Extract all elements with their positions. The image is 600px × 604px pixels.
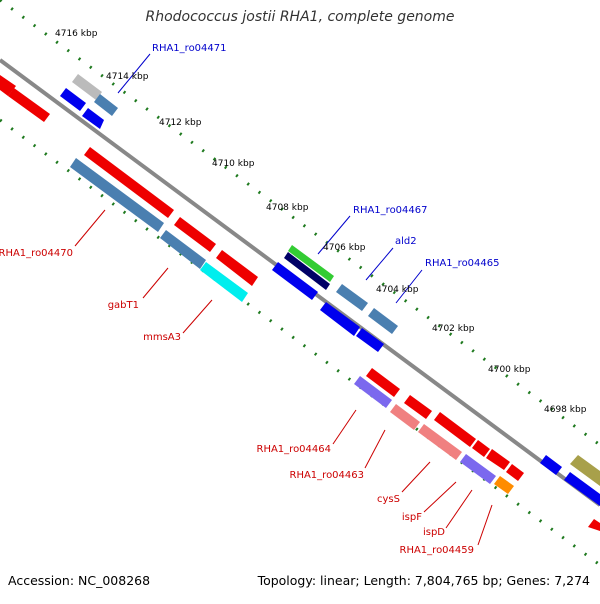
gene-arrow [60,88,86,111]
callout-line [332,409,357,445]
gene-arrow [336,284,368,311]
callout-line [477,504,493,546]
gene-arrow [366,368,400,397]
gene-arrow [486,449,510,470]
callout-line [317,215,351,255]
gene-arrow [540,455,562,475]
gene-label: mmsA3 [143,332,181,343]
gene-arrow [70,158,164,232]
gene-arrow [564,472,600,506]
callout-line [364,429,386,469]
gene-arrow [84,147,174,218]
accession-label: Accession: NC_008268 [8,573,151,588]
callout-line [445,489,473,529]
kbp-label: 4710 kbp [212,159,255,169]
gene-arrow [320,302,360,336]
gene-arrow [94,94,118,116]
kbp-label: 4706 kbp [323,243,366,253]
gene-arrow [570,455,600,486]
gene-label: RHA1_ro04465 [425,258,500,269]
gene-labels: RHA1_ro04471 RHA1_ro04467 ald2 RHA1_ro04… [0,43,500,556]
gene-arrow [356,328,384,352]
callout-line [142,267,169,299]
gene-label: RHA1_ro04464 [257,444,332,455]
kbp-label: 4700 kbp [488,365,531,375]
gene-label: gabT1 [108,300,139,311]
gene-arrow [216,250,258,286]
callout-line [117,53,151,94]
gene-arrow [288,245,334,282]
gene-arrow [82,108,104,129]
kbp-label: 4708 kbp [266,203,309,213]
gene-label: RHA1_ro04471 [152,43,227,54]
gene-arrow [434,412,476,447]
gene-arrow [174,217,216,252]
callout-line [423,481,457,513]
gene-arrow [404,395,432,419]
gene-arrow [588,519,600,531]
topology-label: Topology: linear; Length: 7,804,765 bp; … [257,573,590,588]
kbp-label: 4698 kbp [544,405,587,415]
gene-arrow [494,476,514,494]
callout-line [365,247,394,281]
gene-label: RHA1_ro04463 [290,470,365,481]
gene-arrow [418,424,462,460]
callout-line [395,269,423,304]
gene-arrow [160,230,206,269]
gene-arrow [72,74,102,100]
callout-line [182,299,213,334]
callout-line [401,461,431,493]
callout-line [74,209,106,247]
kbp-label: 4704 kbp [376,285,419,295]
kbp-label: 4702 kbp [432,324,475,334]
lower-tick-track [0,118,600,567]
gene-label: cysS [377,494,400,505]
gene-features [0,74,600,531]
map-title: Rhodococcus jostii RHA1, complete genome [145,9,455,25]
gene-label: ispD [423,527,445,538]
gene-arrow [354,376,392,408]
gene-label: ispF [402,512,422,523]
gene-arrow [506,464,524,481]
gene-label: RHA1_ro04470 [0,248,73,259]
kbp-label: 4712 kbp [159,118,202,128]
gene-arrow [284,252,330,290]
gene-arrow [460,454,496,484]
gene-label: ald2 [395,236,417,247]
gene-arrow [200,262,248,302]
kbp-label: 4716 kbp [55,29,98,39]
gene-arrow [390,404,420,430]
callout-lines [74,53,493,546]
gene-arrow [8,88,50,122]
kbp-label: 4714 kbp [106,72,149,82]
gene-label: RHA1_ro04459 [400,545,475,556]
gene-label: RHA1_ro04467 [353,205,428,216]
gene-arrow [368,308,398,334]
gene-arrow [272,262,318,300]
kbp-labels: 4716 kbp 4714 kbp 4712 kbp 4710 kbp 4708… [55,29,587,415]
upper-tick-track [0,0,600,447]
gene-arrow [472,440,490,457]
